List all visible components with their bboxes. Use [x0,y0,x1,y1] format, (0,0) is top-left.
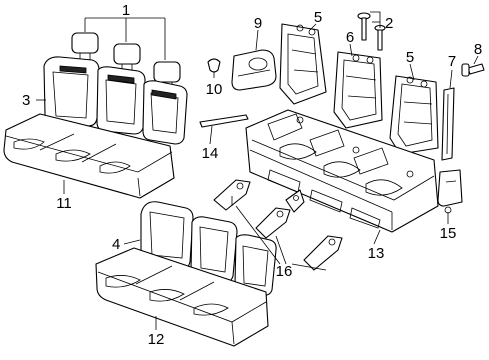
bracket-right [303,235,343,271]
callout-15: 15 [440,225,457,242]
callout-3: 3 [22,92,30,109]
callout-12: 12 [148,331,165,348]
bracket-left [213,179,251,211]
bracket-center [255,207,291,239]
callout-5-left: 5 [314,9,322,26]
side-cover [437,169,463,214]
bolt-lower [374,24,386,51]
lower-seat-cushion [95,247,269,347]
callout-13: 13 [368,245,385,262]
screw [461,63,485,77]
upper-seat-back [43,32,188,145]
bolt-upper [357,12,371,41]
headrest-center [113,43,141,70]
bracket-center-upper [285,189,305,213]
callout-9: 9 [254,15,262,32]
seat-back-frame-right [389,75,439,155]
headrest-left [71,32,99,60]
callout-1: 1 [122,2,130,19]
callout-6: 6 [346,29,354,46]
leader-lines [36,11,479,330]
callout-8: 8 [474,41,482,58]
armrest-module [231,49,277,91]
callout-14: 14 [202,145,219,162]
seat-back-frame-left [279,23,327,105]
callout-2: 2 [385,15,393,32]
upper-seat-cushion [3,113,175,199]
retainer-clip [207,58,221,73]
callout-7: 7 [448,53,456,70]
callout-5-right: 5 [406,49,414,66]
trim-strip [199,114,249,128]
callout-11: 11 [56,195,72,212]
callout-4: 4 [112,236,120,253]
callout-10: 10 [206,81,223,98]
side-trim-panel [441,87,455,161]
seat-base-assembly [245,109,439,233]
callout-labels: 1 2 3 4 5 5 6 7 8 9 10 11 12 13 14 15 16 [22,2,482,348]
seat-back-frame-center [333,51,383,129]
callout-16: 16 [276,263,293,280]
